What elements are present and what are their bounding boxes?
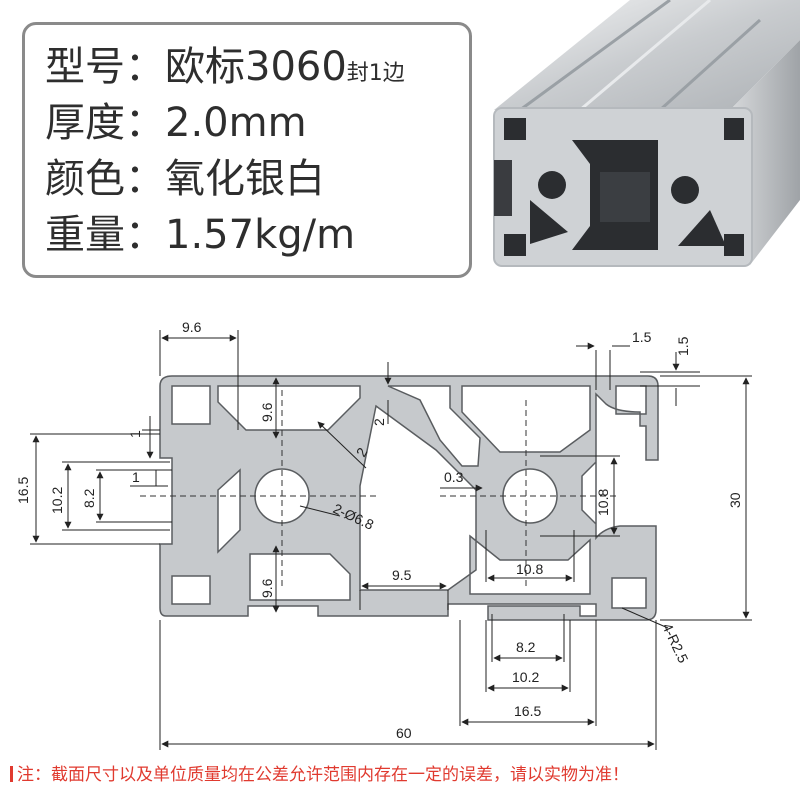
dim-8-2-left: 8.2 xyxy=(81,488,97,508)
spec-model: 型号：欧标3060封1边 xyxy=(45,44,405,90)
dim-30: 30 xyxy=(727,492,743,508)
dim-9-5: 9.5 xyxy=(392,567,412,583)
dim-9-6-inner: 9.6 xyxy=(259,402,275,422)
spec-box: 型号：欧标3060封1边 厚度：2.0mm 颜色：氧化银白 重量：1.57kg/… xyxy=(22,22,472,278)
spec-color: 颜色：氧化银白 xyxy=(45,156,325,202)
note-marker xyxy=(10,766,13,782)
dim-9-6-top: 9.6 xyxy=(182,319,202,335)
dim-10-8-h: 10.8 xyxy=(516,561,543,577)
dim-1-a: 1 xyxy=(127,430,143,438)
dim-9-6-lower: 9.6 xyxy=(259,578,275,598)
cross-section-drawing: 9.6 1.5 1.5 9.6 2 2 1 1 16.5 10.2 8.2 2-… xyxy=(15,319,752,750)
spec-weight: 重量：1.57kg/m xyxy=(45,212,356,258)
dim-1-5-b: 1.5 xyxy=(675,336,691,356)
dim-radius: 4-R2.5 xyxy=(659,621,691,666)
dim-10-2-bottom: 10.2 xyxy=(512,669,539,685)
profile-photo xyxy=(493,0,800,267)
dim-8-2-bottom: 8.2 xyxy=(516,639,536,655)
dim-0-3: 0.3 xyxy=(444,469,464,485)
disclaimer-note: 注：截面尺寸以及单位质量均在公差允许范围内存在一定的误差，请以实物为准！ xyxy=(10,760,629,785)
dim-16-5-bottom: 16.5 xyxy=(514,703,541,719)
dim-16-5-left: 16.5 xyxy=(15,477,31,504)
dim-60: 60 xyxy=(396,725,412,741)
dim-2-wall: 2 xyxy=(371,418,387,426)
spec-thickness: 厚度：2.0mm xyxy=(45,100,307,146)
dim-1-b: 1 xyxy=(132,469,140,485)
dim-1-5-a: 1.5 xyxy=(632,329,652,345)
profile-section xyxy=(159,375,659,621)
dim-10-2-left: 10.2 xyxy=(49,487,65,514)
dim-10-8-v: 10.8 xyxy=(595,489,611,516)
